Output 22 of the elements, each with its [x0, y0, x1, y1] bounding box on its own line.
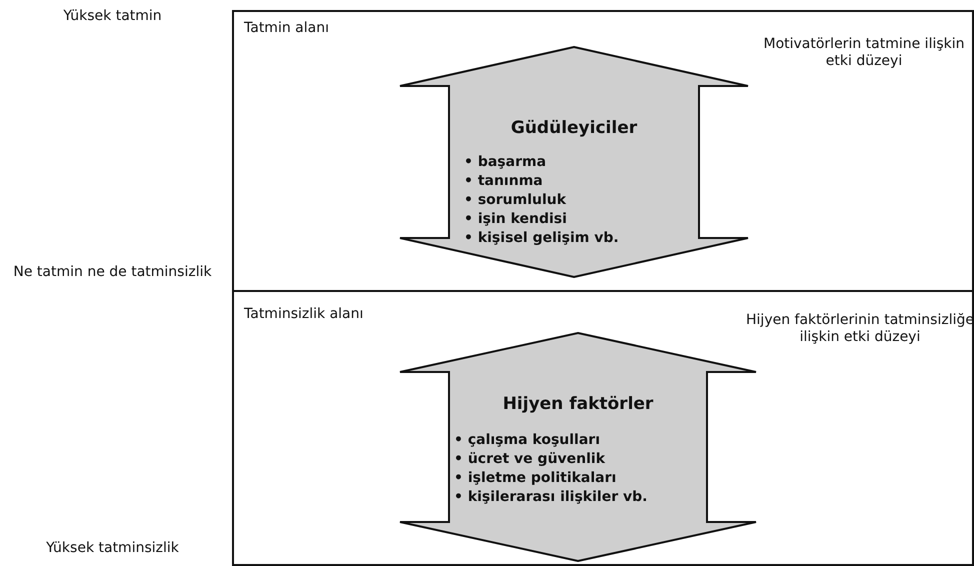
list-item: • çalışma koşulları [454, 432, 600, 449]
arrow-heading: Hijyen faktörler [502, 394, 654, 414]
area-title: Tatminsizlik alanı [244, 306, 364, 323]
side-note: Motivatörlerin tatmine ilişkin etki düzeyi [762, 36, 966, 70]
double-headed-arrow [399, 46, 749, 278]
list-item: • tanınma [464, 173, 543, 190]
area-title: Tatmin alanı [244, 20, 330, 37]
double-headed-arrow [399, 332, 757, 562]
list-item: • sorumluluk [464, 192, 566, 209]
side-note: Hijyen faktörlerinin tatminsizliğe ilişkin etki düzeyi [745, 312, 974, 346]
panel [232, 10, 974, 292]
panel [232, 290, 974, 566]
list-item: • kişilerarası ilişkiler vb. [454, 489, 648, 506]
list-item: • kişisel gelişim vb. [464, 230, 619, 247]
list-item: • ücret ve güvenlik [454, 451, 606, 468]
list-item: • işin kendisi [464, 211, 567, 228]
arrow-heading: Güdüleyiciler [510, 118, 638, 138]
axis-label: Yüksek tatmin [62, 8, 163, 25]
axis-label: Ne tatmin ne de tatminsizlik [12, 264, 213, 281]
list-item: • başarma [464, 154, 546, 171]
list-item: • işletme politikaları [454, 470, 616, 487]
axis-label: Yüksek tatminsizlik [45, 540, 180, 557]
